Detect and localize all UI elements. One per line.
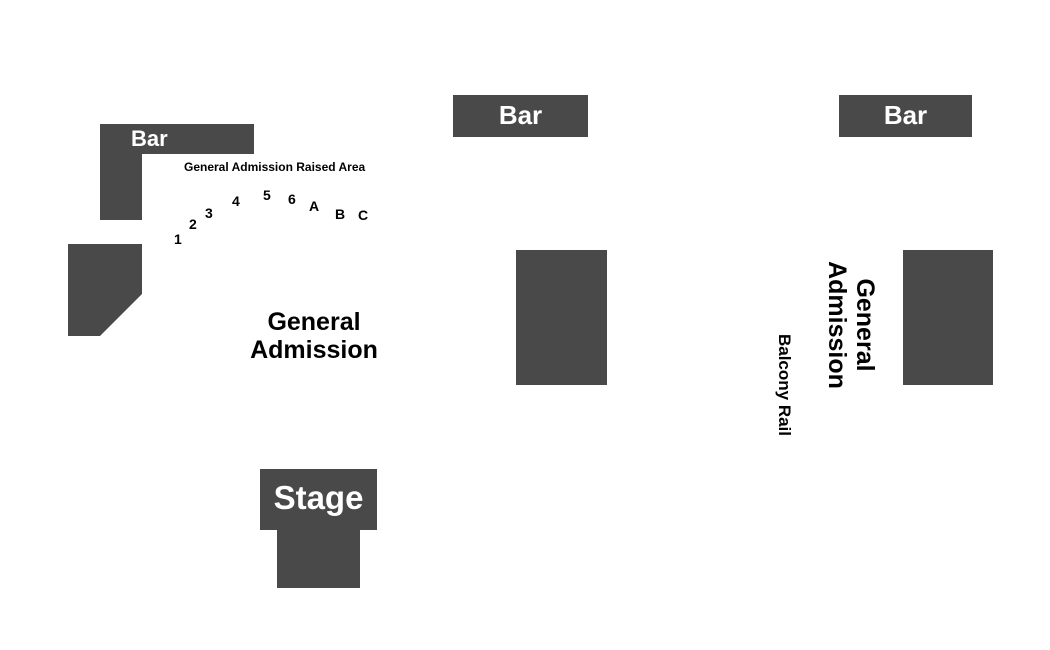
balcony-ga-line2: Admission [823, 261, 851, 389]
general-admission-section[interactable]: General Admission [236, 308, 392, 364]
seat-label-C[interactable]: C [358, 207, 369, 223]
bar-left-side[interactable] [100, 124, 142, 220]
seat-label-1[interactable]: 1 [174, 231, 182, 247]
bar-center-label: Bar [498, 100, 543, 130]
seat-label-B[interactable]: B [335, 206, 346, 222]
bar-right-label: Bar [883, 100, 928, 130]
seat-label-6[interactable]: 6 [288, 191, 296, 207]
stage-bottom[interactable] [277, 528, 360, 588]
bar-left-label: Bar [131, 126, 168, 151]
stage-top[interactable] [260, 469, 377, 530]
stage-label: Stage [273, 479, 364, 516]
pillar-center [516, 250, 607, 385]
seat-label-4[interactable]: 4 [232, 193, 240, 209]
general-admission-line2: Admission [250, 336, 378, 364]
pillar-right [903, 250, 993, 385]
balcony-general-admission[interactable]: General Admission [823, 250, 879, 400]
bar-right[interactable] [839, 95, 972, 137]
corner-block [68, 244, 142, 336]
balcony-rail-label: Balcony Rail [775, 333, 794, 437]
general-admission-line1: General [267, 308, 361, 336]
raised-area-title: General Admission Raised Area [184, 160, 366, 174]
bar-center[interactable] [453, 95, 588, 137]
seat-label-2[interactable]: 2 [189, 216, 197, 232]
seat-label-5[interactable]: 5 [263, 187, 271, 203]
seat-label-3[interactable]: 3 [205, 205, 213, 221]
seat-label-A[interactable]: A [309, 198, 320, 214]
balcony-ga-line1: General [851, 278, 879, 372]
